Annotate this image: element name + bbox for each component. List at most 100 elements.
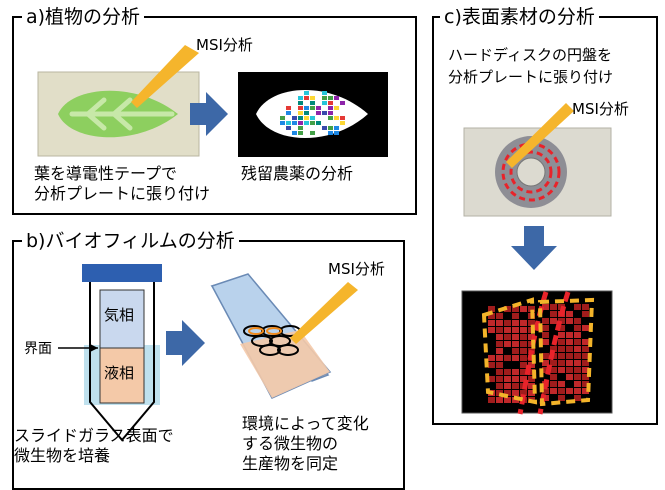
msi-pixel [298,101,303,105]
surface-tile [528,334,535,340]
msi-pixel-map-a [280,91,345,135]
surface-tile [574,325,581,331]
msi-pixel [304,91,309,95]
surface-tile [582,325,589,331]
surface-tile [496,362,503,368]
surface-tile [558,346,565,352]
surface-tile [566,360,573,366]
surface-tile [488,355,495,361]
surface-tile [574,367,581,373]
disk-dash-ring-inner [509,150,553,194]
surface-tile [528,390,535,396]
surface-tile [566,311,573,317]
surface-tile [582,367,589,373]
surface-tile [496,334,503,340]
surface-tile [504,327,511,333]
surface-tile [512,327,519,333]
surface-tile [550,304,557,310]
tube-body [89,282,155,442]
msi-pixel [328,111,333,115]
panel-a-title: a)植物の分析 [22,6,145,28]
msi-pixel [298,111,303,115]
surface-tile [566,339,573,345]
surface-tile [512,355,519,361]
surface-tile [558,318,565,324]
surface-tile [550,360,557,366]
surface-tile [504,341,511,347]
surface-tile [512,313,519,319]
surface-tile [496,376,503,382]
surface-tile [496,369,503,375]
surface-tile [496,313,503,319]
surface-tile [488,313,495,319]
msi-pixel [340,101,345,105]
msi-pixel [334,96,339,100]
msi-pixel [304,116,309,120]
msi-pixel [310,96,315,100]
panel-c-subtitle-1: ハードディスクの円盤を [448,46,612,64]
msi-pixel [310,131,315,135]
surface-tile [542,367,549,373]
msi-pixel [328,96,333,100]
surface-tile [550,346,557,352]
diagram-graphics [37,45,613,442]
surface-tile [520,390,527,396]
msi-pixel [286,111,291,115]
surface-tile [582,360,589,366]
panel-b-title: b)バイオフィルムの分析 [22,230,239,252]
panel-a-frame [12,16,417,215]
panel-c-subtitle-2: 分析プレートに張り付け [448,68,614,86]
msi-pixel [328,126,333,130]
interface-arrowhead [90,344,98,352]
surface-tile [512,348,519,354]
msi-pixel [292,116,297,120]
surface-tile [488,327,495,333]
surface-tile [504,397,511,403]
msi-pixel [286,126,291,130]
panel-b-msi-label: MSI分析 [328,260,385,278]
arrow-c [511,226,557,270]
msi-pixel [280,121,285,125]
surface-tile [574,381,581,387]
surface-tile [528,376,535,382]
msi-pixel [298,116,303,120]
msi-pixel [286,106,291,110]
surface-tile [488,397,495,403]
surface-tile [566,332,573,338]
surface-tile [558,395,565,401]
msi-pixel [328,101,333,105]
surface-tile [512,369,519,375]
surface-tile [512,376,519,382]
msi-pixel [310,116,315,120]
surface-tile [574,332,581,338]
surface-tile [542,360,549,366]
surface-tile [542,388,549,394]
surface-tile [528,306,535,312]
panel-a-msi-label: MSI分析 [196,36,253,54]
msi-pixel [334,131,339,135]
surface-tile [550,381,557,387]
surface-tile [558,325,565,331]
surface-tile [574,395,581,401]
gas-phase-label: 気相 [104,306,135,324]
surface-tile [520,334,527,340]
surface-tile [520,327,527,333]
msi-pixel [286,121,291,125]
msi-pixel [334,126,339,130]
surface-yellow-outline [481,297,595,407]
surface-tile [504,390,511,396]
surface-tile [550,367,557,373]
msi-pixel [316,111,321,115]
msi-pixel [310,121,315,125]
surface-tile [558,388,565,394]
msi-pixel [292,121,297,125]
surface-tile [542,318,549,324]
surface-tile [582,311,589,317]
pipette-c [506,103,574,168]
panel-c-msi-label: MSI分析 [572,100,629,118]
surface-tile [496,327,503,333]
surface-tile [504,355,511,361]
surface-tile [566,353,573,359]
disk-hole [516,157,546,187]
msi-pixel [334,106,339,110]
